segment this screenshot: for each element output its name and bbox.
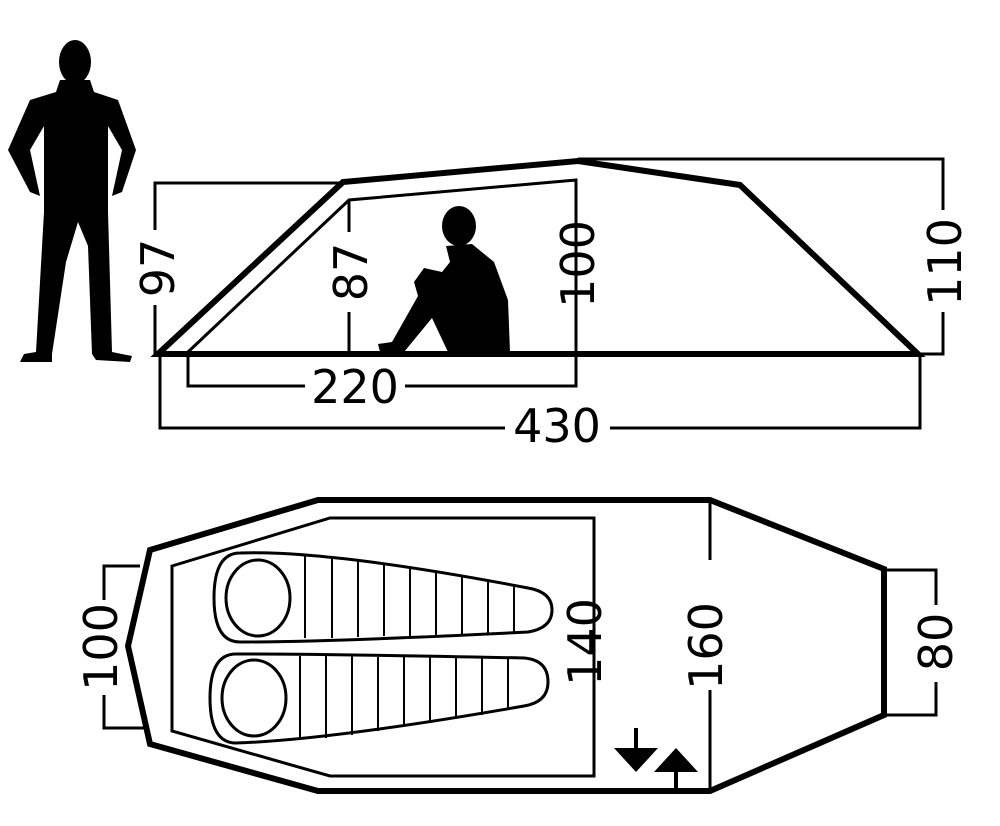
dim-430: 430	[158, 354, 922, 453]
dim-label-220: 220	[311, 360, 399, 414]
door-arrows-icon	[614, 728, 698, 791]
sleeping-bag-icon	[212, 551, 554, 644]
dim-label-87: 87	[324, 243, 378, 302]
dim-label-110: 110	[918, 218, 972, 306]
dim-220: 220	[186, 354, 578, 414]
dim-label-430: 430	[513, 399, 601, 453]
dim-label-100-side: 100	[551, 220, 605, 308]
dim-110: 110	[578, 157, 972, 356]
dim-87: 87	[324, 200, 378, 352]
sitting-person-icon	[378, 206, 510, 352]
dim-label-97: 97	[131, 239, 185, 298]
dim-100-side: 100	[551, 220, 605, 308]
dim-80: 80	[884, 568, 963, 717]
dim-97: 97	[131, 181, 343, 354]
dim-label-100-top: 100	[74, 603, 128, 691]
tent-side-inner-outline	[186, 178, 578, 354]
standing-person-icon	[8, 40, 136, 362]
dim-label-160: 160	[679, 602, 733, 690]
side-view: 97 87 100 110 220 430	[131, 157, 972, 453]
top-view: 100 140 160 80	[74, 497, 963, 794]
tent-top-outer-outline	[124, 497, 887, 794]
dim-label-140: 140	[558, 598, 612, 686]
sleeping-bag-icon	[208, 652, 550, 745]
dim-label-80: 80	[909, 613, 963, 672]
tent-top-inner-outline	[170, 516, 596, 778]
dim-100-top: 100	[74, 564, 148, 730]
tent-side-outer-outline	[150, 157, 926, 357]
dim-140: 140	[558, 598, 612, 686]
dim-160: 160	[679, 602, 733, 690]
